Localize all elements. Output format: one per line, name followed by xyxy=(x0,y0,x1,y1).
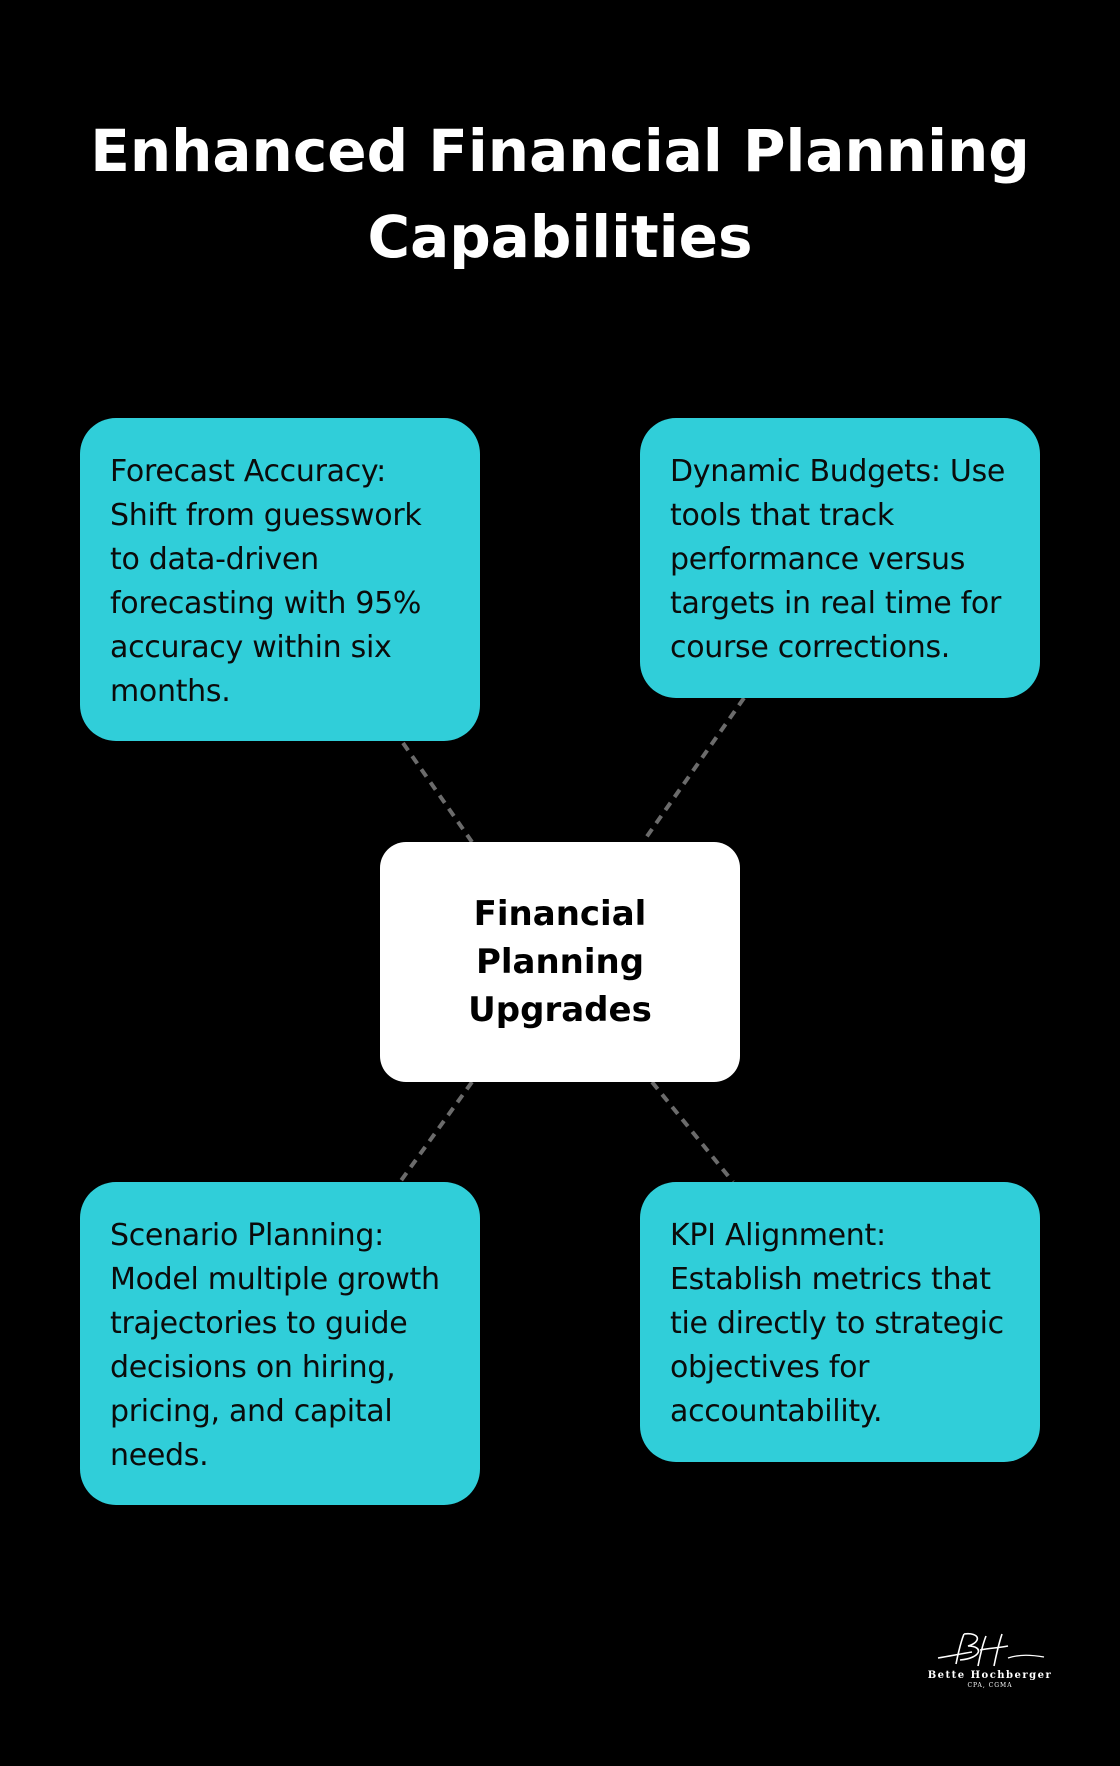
connector-top-left xyxy=(401,741,474,844)
center-node: Financial Planning Upgrades xyxy=(380,842,740,1082)
connector-bottom-left xyxy=(398,1080,474,1184)
logo-credentials: CPA, CGMA xyxy=(967,1682,1013,1689)
card-text: Dynamic Budgets: Use tools that track pe… xyxy=(670,454,1006,665)
monogram-icon xyxy=(937,1632,1045,1667)
connector-top-right xyxy=(641,696,746,844)
card-forecast-accuracy: Forecast Accuracy: Shift from guesswork … xyxy=(80,418,480,741)
card-dynamic-budgets: Dynamic Budgets: Use tools that track pe… xyxy=(640,418,1040,698)
brand-logo: Bette Hochberger CPA, CGMA xyxy=(920,1628,1060,1698)
center-label: Financial Planning Upgrades xyxy=(468,894,652,1030)
card-kpi-alignment: KPI Alignment: Establish metrics that ti… xyxy=(640,1182,1040,1462)
connector-bottom-right xyxy=(650,1080,735,1184)
page-title: Enhanced Financial Planning Capabilities xyxy=(90,117,1030,271)
logo-name: Bette Hochberger xyxy=(927,1670,1053,1681)
card-text: Scenario Planning: Model multiple growth… xyxy=(110,1218,440,1473)
card-scenario-planning: Scenario Planning: Model multiple growth… xyxy=(80,1182,480,1505)
card-text: KPI Alignment: Establish metrics that ti… xyxy=(670,1218,1004,1429)
card-text: Forecast Accuracy: Shift from guesswork … xyxy=(110,454,422,709)
